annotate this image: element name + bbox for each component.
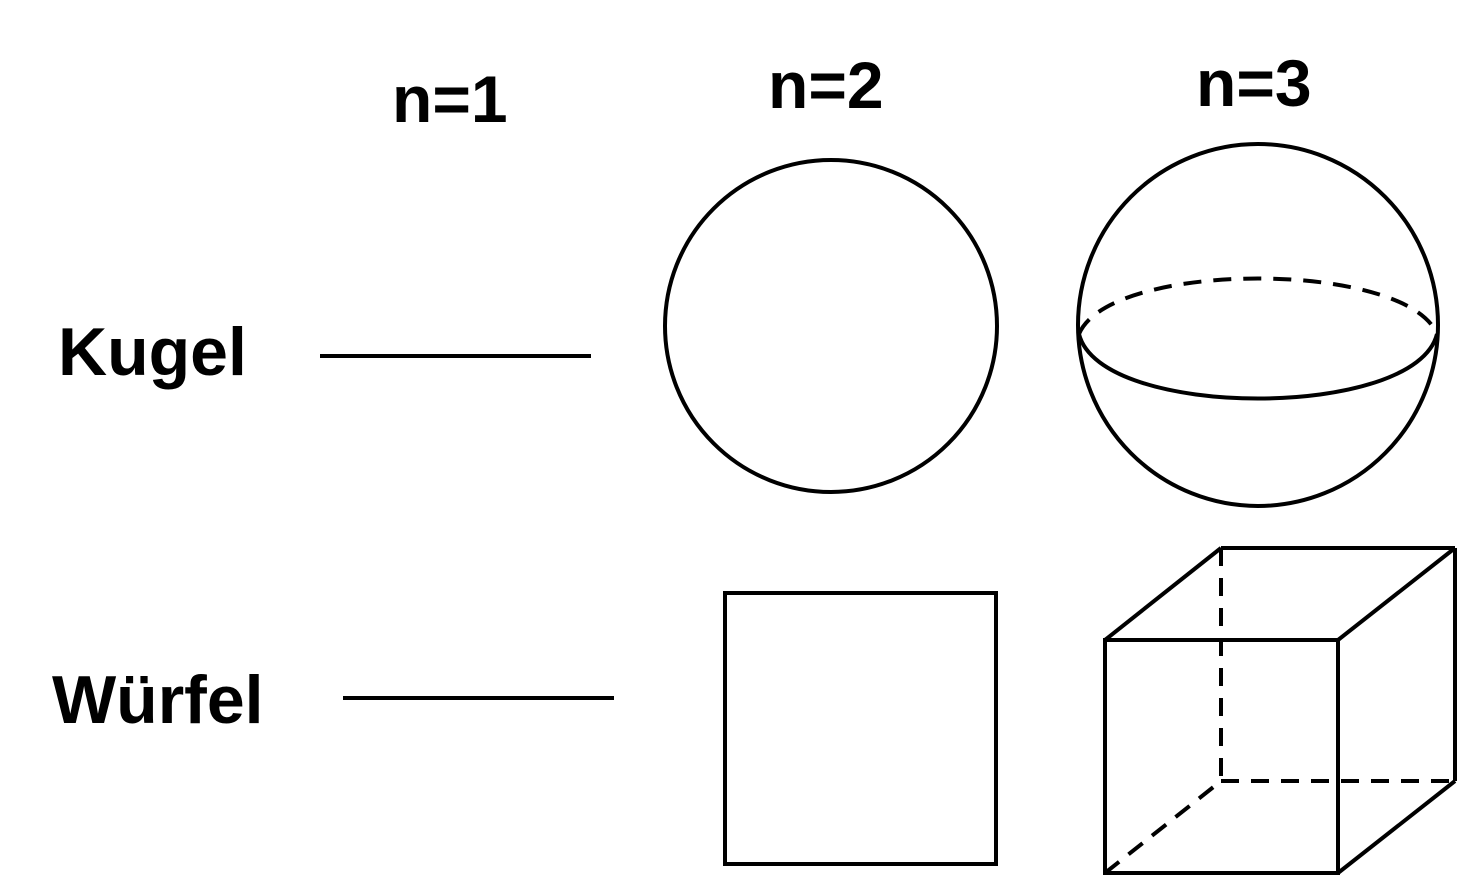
- wuerfel-n3-cube: [1103, 546, 1457, 875]
- sphere-equator-front: [1077, 333, 1439, 401]
- kugel-n2-circle: [663, 158, 999, 494]
- sphere-equator-back: [1077, 276, 1439, 335]
- column-header-n1: n=1: [392, 62, 508, 136]
- cube-hidden-diagonal: [1103, 779, 1223, 875]
- row-label-kugel: Kugel: [58, 314, 247, 390]
- cube-edge-top-right: [1336, 546, 1457, 642]
- cube-edge-top-left: [1103, 546, 1223, 642]
- column-header-n2: n=2: [768, 48, 884, 122]
- sphere-outline: [1076, 142, 1440, 508]
- cube-edge-bottom-right: [1336, 779, 1457, 875]
- column-header-n3: n=3: [1196, 46, 1312, 120]
- row-label-wuerfel: Würfel: [52, 662, 264, 738]
- kugel-n3-sphere: [1076, 142, 1440, 508]
- wuerfel-n2-square: [723, 591, 998, 866]
